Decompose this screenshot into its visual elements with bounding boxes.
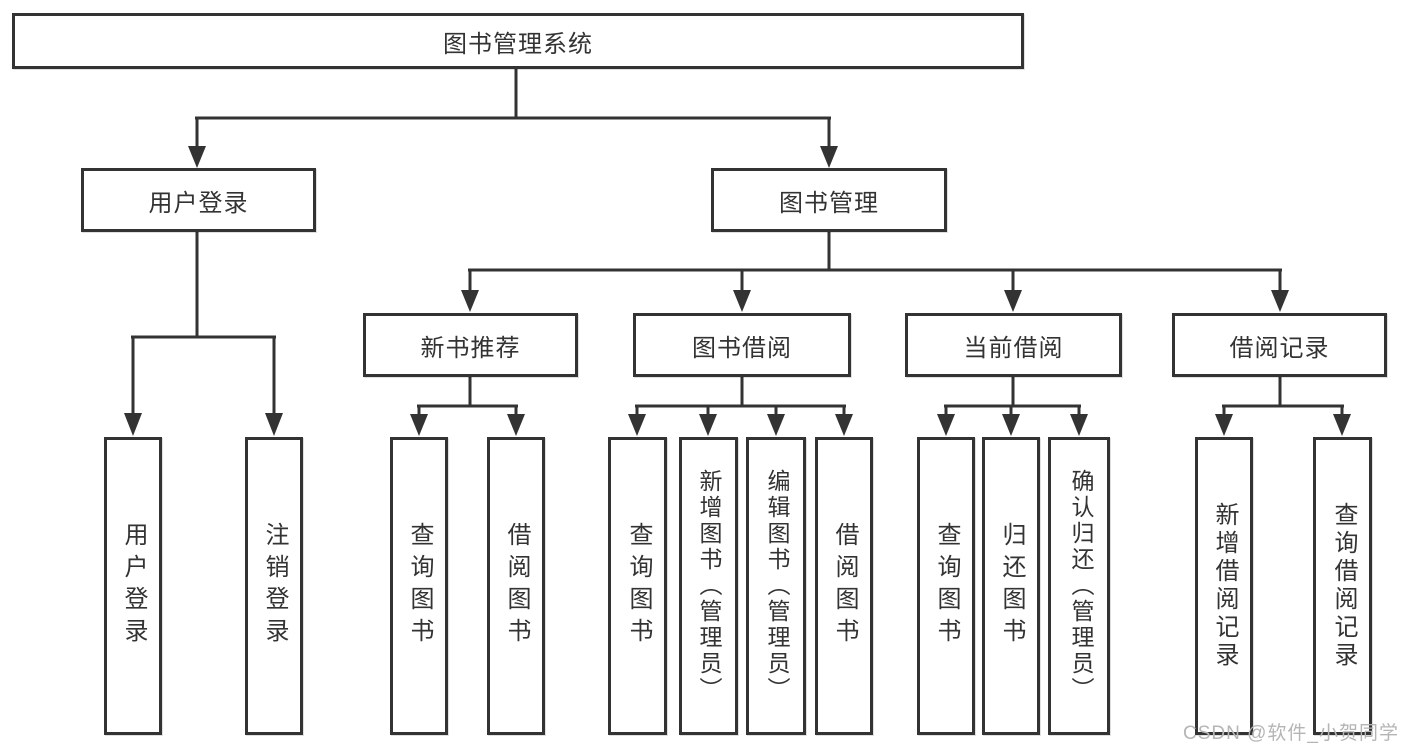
node-book-management: 图书管理 [711,168,947,232]
watermark: CSDN @软件_小贺同学 [1183,723,1399,744]
leaf-add-borrow-record: 新增借阅记录 [1195,437,1253,735]
leaf-query-book-borrow: 查询图书 [608,437,667,735]
leaf-return-book: 归还图书 [982,437,1040,735]
leaf-add-book-admin: 新增图书（管理员） [679,437,738,735]
leaf-query-book-current: 查询图书 [917,437,975,735]
leaf-borrow-book-recommend: 借阅图书 [487,437,545,735]
node-borrow-records: 借阅记录 [1172,313,1387,377]
leaf-user-login: 用户登录 [104,437,162,735]
node-user-login: 用户登录 [81,168,316,232]
leaf-edit-book-admin: 编辑图书（管理员） [746,437,806,735]
leaf-query-book-recommend: 查询图书 [390,437,448,735]
leaf-logout: 注销登录 [245,437,303,735]
node-book-borrow: 图书借阅 [633,313,851,377]
node-root-system: 图书管理系统 [12,13,1024,69]
node-new-book-recommend: 新书推荐 [363,313,578,377]
leaf-confirm-return-admin: 确认归还（管理员） [1048,437,1110,735]
node-current-borrow: 当前借阅 [905,313,1122,377]
leaf-query-borrow-record: 查询借阅记录 [1313,437,1372,735]
leaf-borrow-book: 借阅图书 [815,437,873,735]
